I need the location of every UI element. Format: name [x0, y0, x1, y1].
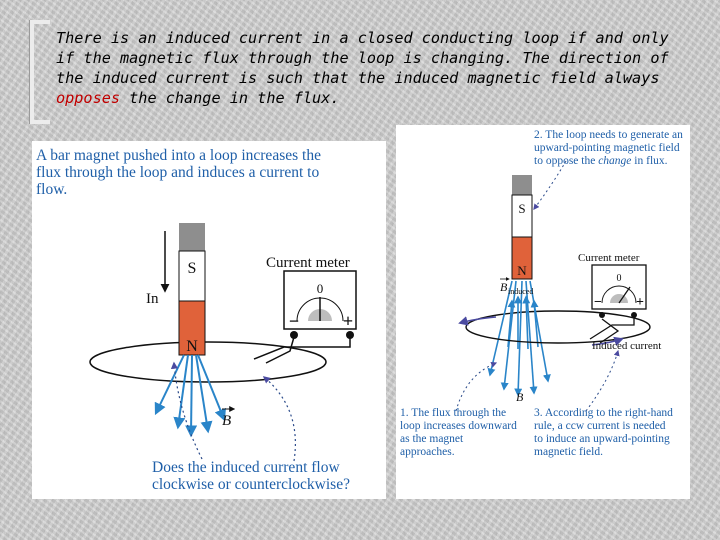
headline-text-end: the change in the flux. — [120, 89, 340, 107]
left-diagram-svg: S N In Current meter 0 − + — [89, 223, 357, 462]
right-magnet-top-shade — [512, 175, 532, 197]
magnet-south-pole — [178, 250, 206, 302]
induced-arrow-1 — [507, 299, 516, 348]
meter-label: Current meter — [266, 255, 350, 271]
magnet-top-shade — [179, 223, 205, 253]
note-2-italic: change — [598, 155, 632, 167]
pointer-to-loop-left — [170, 361, 203, 460]
induced-arrow-3 — [522, 295, 531, 350]
right-meter-zero-label: 0 — [617, 273, 622, 284]
right-meter-dial — [601, 285, 637, 304]
right-field-arrow-3 — [525, 280, 538, 395]
induced-field-subscript: induced — [508, 287, 533, 296]
right-magnet-north-label: N — [517, 263, 527, 278]
right-meter-needle — [618, 286, 631, 304]
induced-current-label: Induced current — [592, 340, 661, 352]
meter-terminal-plus — [346, 331, 354, 339]
meter-plus-label: + — [343, 311, 353, 331]
left-question: Does the induced current flow clockwise … — [152, 459, 350, 493]
magnet-south-label: S — [188, 260, 197, 277]
magnetic-field-lines — [154, 354, 226, 438]
right-field-arrow-1 — [500, 280, 517, 391]
field-arrow-4 — [197, 354, 226, 422]
right-meter-plus-label: + — [636, 295, 644, 310]
note-3: 3. According to the right-hand rule, a c… — [534, 407, 673, 458]
loop-back — [89, 341, 327, 363]
right-meter-label: Current meter — [578, 252, 640, 264]
left-diagram-panel: A bar magnet pushed into a loop increase… — [32, 141, 386, 499]
right-bar-magnet: S N — [511, 175, 533, 280]
field-arrow-2 — [185, 354, 198, 438]
note-1: 1. The flux through the loop increases d… — [400, 407, 517, 458]
meter-zero-label: 0 — [317, 281, 324, 296]
induced-current-label-text: Induced current — [592, 340, 661, 352]
field-arrow-3 — [195, 354, 213, 434]
headline-accent-word: opposes — [56, 89, 121, 107]
right-field-label: B — [516, 390, 524, 404]
left-caption: A bar magnet pushed into a loop increase… — [36, 147, 321, 198]
pointer-note-2 — [533, 160, 567, 210]
right-loop-front — [465, 326, 651, 344]
right-meter-minus-label: − — [594, 295, 602, 310]
bar-magnet: S N — [178, 223, 206, 356]
right-current-meter: Current meter 0 − + — [578, 252, 647, 318]
current-meter: Current meter 0 − + — [266, 255, 357, 339]
right-magnet-north-pole — [511, 236, 533, 280]
right-diagram-svg: S N B induced C — [455, 160, 661, 412]
pointer-note-1 — [455, 361, 498, 412]
pointer-to-loop-right — [262, 376, 296, 462]
note-2-end: in flux. — [631, 155, 668, 167]
meter-wire-right — [253, 337, 351, 360]
magnet-north-label: N — [186, 338, 198, 355]
induced-current-arrow-front — [591, 336, 624, 346]
note-2-text: 2. The loop needs to generate an upward-… — [534, 129, 683, 167]
right-magnetic-field-lines — [487, 280, 551, 397]
right-meter-terminal-minus — [599, 312, 605, 318]
meter-wire-left — [265, 336, 295, 364]
slide-bracket — [30, 20, 50, 124]
slide-headline: There is an induced current in a closed … — [56, 28, 696, 108]
right-meter-terminal-plus — [631, 312, 637, 318]
note-2: 2. The loop needs to generate an upward-… — [534, 129, 684, 168]
induced-current-arrow-back — [458, 316, 497, 326]
pointer-note-3 — [585, 349, 620, 412]
right-field-arrow-5 — [487, 280, 513, 377]
field-label: B — [222, 413, 231, 429]
right-diagram-panel: 2. The loop needs to generate an upward-… — [396, 125, 690, 499]
induced-field-label: B — [500, 280, 508, 294]
right-meter-wire-right — [589, 315, 635, 340]
motion-label: In — [146, 291, 159, 307]
right-magnet-south-label: S — [518, 201, 525, 216]
right-meter-wire-left — [599, 318, 620, 344]
right-field-arrow-4 — [529, 280, 551, 383]
headline-text: There is an induced current in a closed … — [56, 29, 669, 87]
field-arrow-1 — [173, 354, 189, 430]
field-arrow-5 — [154, 354, 185, 416]
meter-minus-label: − — [289, 311, 299, 331]
meter-terminal-minus — [290, 331, 298, 339]
right-field-arrow-2 — [514, 280, 523, 397]
